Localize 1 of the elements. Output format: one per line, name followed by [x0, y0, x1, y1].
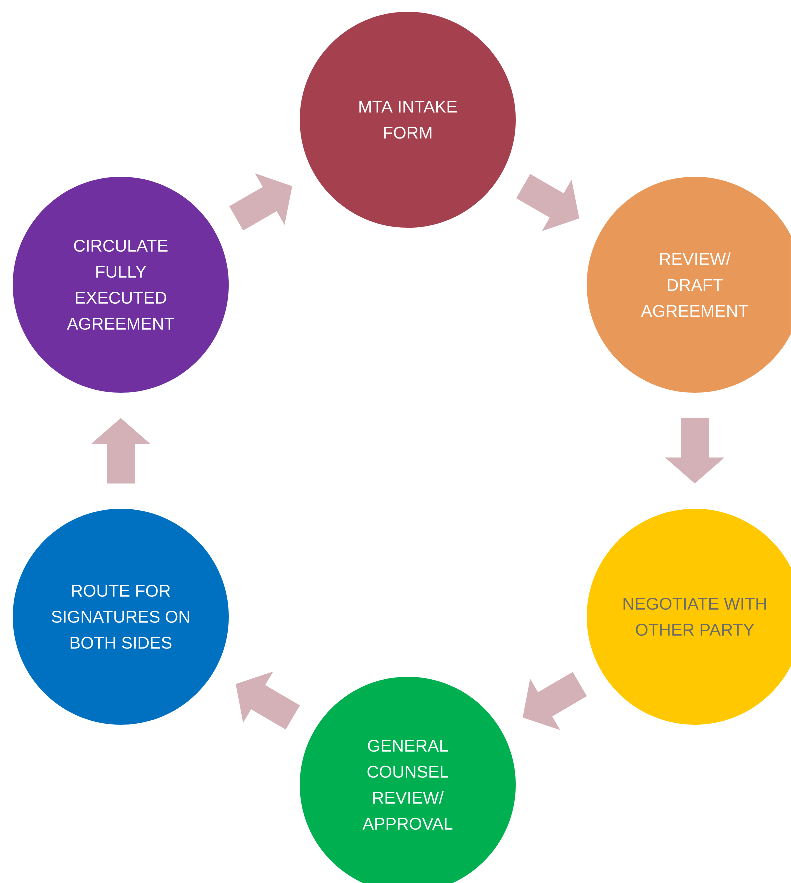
block-arrow [523, 672, 588, 730]
